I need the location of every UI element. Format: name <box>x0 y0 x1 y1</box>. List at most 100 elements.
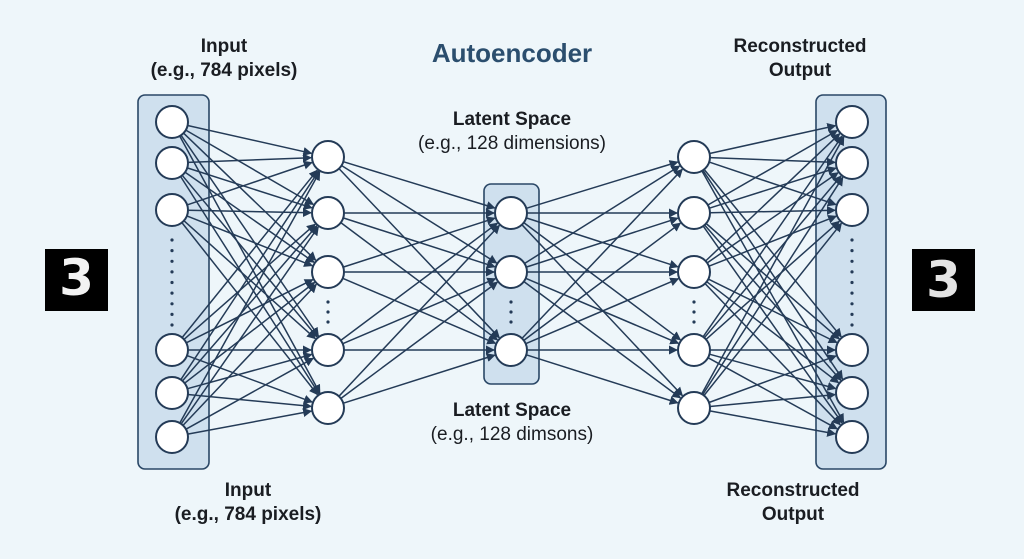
enc-ellipsis-dot <box>326 320 330 324</box>
connection-edge <box>343 353 496 404</box>
connection-edge <box>185 278 314 344</box>
diagram-title: Autoencoder <box>431 38 593 68</box>
output-digit-background <box>912 249 975 311</box>
input-neuron <box>155 376 189 410</box>
dec-neuron <box>677 391 711 425</box>
output-ellipsis-dot <box>850 280 854 285</box>
input-label-top-title: Input <box>200 36 248 57</box>
output-label-bottom-title: Reconstructed <box>726 480 860 501</box>
output-digit-image: 3 <box>912 249 975 311</box>
input-ellipsis-dot <box>170 312 174 316</box>
output-label-top-sub: Output <box>768 59 832 81</box>
connection-edge <box>187 352 313 390</box>
connection-edge <box>341 164 498 264</box>
dec-neuron <box>677 333 711 367</box>
connection-edge <box>185 357 314 430</box>
connection-edge <box>707 278 838 344</box>
input-ellipsis-dot <box>170 249 174 253</box>
latent-label-bottom-title: Latent Space <box>452 400 572 421</box>
output-label-bottom: Reconstructed Output <box>673 479 913 527</box>
output-label-bottom-sub: Output <box>761 503 825 525</box>
output-ellipsis-dot <box>850 270 854 274</box>
connection-edge <box>182 132 317 261</box>
input-ellipsis-dot <box>170 270 174 274</box>
connection-edge <box>179 176 320 395</box>
output-neuron <box>835 376 869 410</box>
connection-edge <box>704 283 841 426</box>
connection-edge <box>343 160 496 210</box>
connection-edge <box>187 153 312 164</box>
latent-label-top-title: Latent Space <box>452 109 572 130</box>
connection-edge <box>186 354 313 404</box>
connection-edge <box>187 408 313 435</box>
connection-edge <box>524 165 681 265</box>
input-ellipsis-dot <box>170 323 174 327</box>
latent-label-top-sub: (e.g., 128 dimensions) <box>418 132 606 154</box>
latent-label-top: Latent Space (e.g., 128 dimensions) <box>372 108 652 156</box>
connection-edge <box>703 175 842 339</box>
connection-edge <box>709 410 837 437</box>
connection-edge <box>525 216 679 268</box>
latent-label-bottom: Latent Space (e.g., 128 dimsons) <box>372 399 652 447</box>
input-ellipsis-dot <box>170 302 174 306</box>
enc-neuron <box>311 140 345 174</box>
enc-neuron <box>311 333 345 367</box>
connection-edge <box>705 220 840 340</box>
connection-edge <box>185 129 315 206</box>
connection-edge <box>180 170 320 381</box>
dec-neuron <box>677 196 711 230</box>
input-neuron <box>155 420 189 454</box>
connection-edge <box>703 168 842 338</box>
output-ellipsis-dot <box>850 238 854 242</box>
enc-neuron <box>311 196 345 230</box>
connection-edge <box>338 224 501 397</box>
connection-edge <box>709 353 837 391</box>
dec-ellipsis-dot <box>692 300 696 304</box>
output-neuron <box>835 105 869 139</box>
connection-edge <box>708 161 837 207</box>
connection-edge <box>708 354 837 404</box>
latent-neuron <box>494 255 528 289</box>
output-neuron <box>835 333 869 367</box>
output-ellipsis-dot <box>850 323 854 327</box>
input-ellipsis-dot <box>170 291 174 295</box>
connection-edge <box>707 357 838 430</box>
output-neuron <box>835 193 869 227</box>
dec-ellipsis-dot <box>692 320 696 324</box>
connection-edge <box>184 171 315 263</box>
connection-edge <box>187 393 312 411</box>
connection-edge <box>183 220 316 340</box>
latent-neuron <box>494 333 528 367</box>
output-ellipsis-dot <box>850 302 854 306</box>
input-ellipsis-dot <box>170 238 174 242</box>
output-digit: 3 <box>926 251 961 309</box>
enc-ellipsis-dot <box>326 300 330 304</box>
connection-edge <box>340 281 499 400</box>
enc-neuron <box>311 255 345 289</box>
connection-edge <box>181 169 318 339</box>
input-neuron <box>155 105 189 139</box>
connection-edge <box>181 222 319 396</box>
input-label-bottom-sub: (e.g., 784 pixels) <box>174 503 322 525</box>
connection-edge <box>702 176 844 396</box>
connection-edge <box>187 208 312 218</box>
input-neuron <box>155 146 189 180</box>
connection-edge <box>701 136 845 395</box>
connection-edge <box>179 171 321 424</box>
connection-edge <box>182 283 317 426</box>
connection-edge <box>702 135 843 338</box>
connection-edge <box>181 174 318 338</box>
input-digit: 3 <box>59 249 94 307</box>
dec-neuron <box>677 255 711 289</box>
connection-edge <box>181 225 318 382</box>
connection-edge <box>340 222 499 342</box>
connection-edge <box>338 168 500 339</box>
connection-edge <box>184 281 316 384</box>
input-label-top-sub: (e.g., 784 pixels) <box>150 59 298 81</box>
connection-edge <box>708 214 838 267</box>
latent-ellipsis-dot <box>509 300 513 304</box>
input-ellipsis-dot <box>170 259 174 263</box>
connection-edge <box>180 134 320 337</box>
connection-edge <box>702 169 844 380</box>
